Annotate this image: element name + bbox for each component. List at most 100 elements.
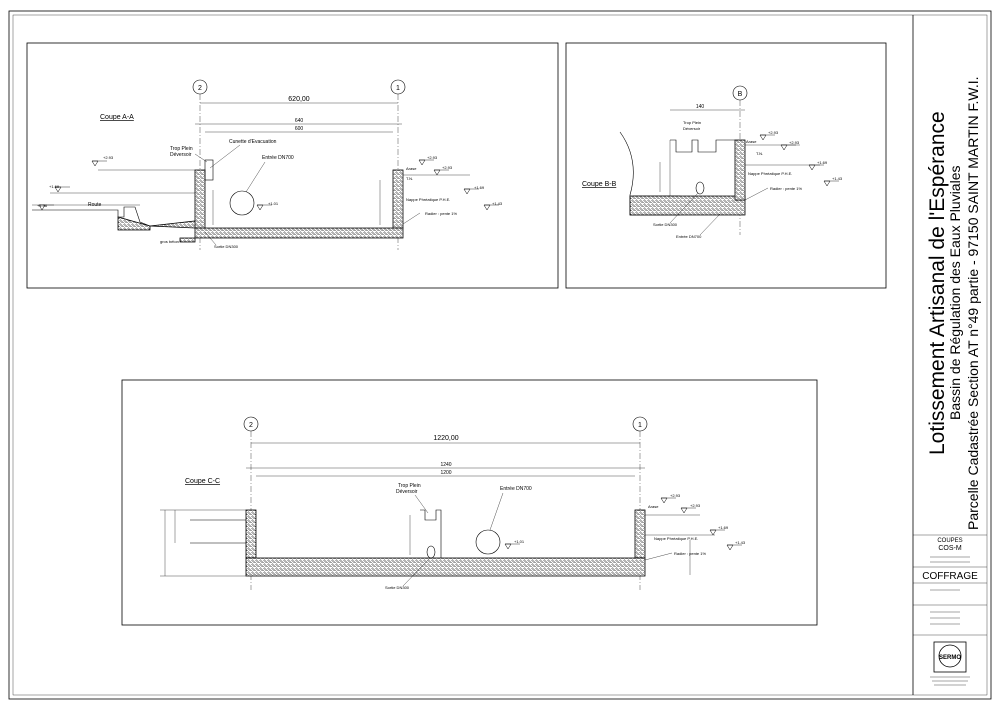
- label-radier-aa: Radier : pente 1%: [425, 211, 457, 216]
- label-deversoir-bb: Déversoir: [683, 126, 701, 131]
- dim-3: 600: [295, 126, 304, 132]
- slab-bb: [629, 195, 746, 216]
- section-cc-title: Coupe C-C: [185, 478, 220, 485]
- label-sortie-aa: Sortie DN300: [214, 244, 239, 249]
- pipe-dn300-bb: [695, 181, 705, 195]
- axis-label-2: 2: [198, 85, 202, 92]
- dim-bb-top: 140: [696, 104, 705, 110]
- wall-right: [392, 169, 404, 229]
- label-deversoir-aa: Déversoir: [170, 152, 192, 158]
- sheet-border-outer: [8, 10, 992, 700]
- leader-entree-bb: [699, 213, 721, 236]
- wall-left-cc: [245, 509, 257, 559]
- dim-2-cc: 1240: [440, 462, 451, 468]
- overflow-aa: [204, 159, 214, 181]
- sheet-border-inner: [12, 14, 988, 696]
- section-cc-frame: [121, 379, 818, 626]
- title-block: Lotissement Artisanal de l'Espérance Bas…: [913, 76, 987, 686]
- label-nappe-cc: Nappe Phréatique P.H.E.: [654, 536, 698, 541]
- road-profile: [32, 206, 151, 227]
- label-trop-plein-cc: Trop Plein: [398, 483, 421, 489]
- level-aa-7: +1.69: [474, 185, 485, 190]
- leader-sortie-aa: [204, 231, 217, 246]
- parcel-reference: Parcelle Cadastrée Section AT n°49 parti…: [965, 76, 981, 530]
- section-aa: Coupe A-A 2 1 620,00 640 600 +: [26, 42, 559, 289]
- axis-label-2-cc: 2: [249, 422, 253, 429]
- label-entree-aa: Entrée DN700: [262, 155, 294, 161]
- overflow-bb: [670, 139, 735, 153]
- label-trop-plein-aa: Trop Plein: [170, 146, 193, 152]
- label-trop-plein-bb: Trop Plein: [683, 120, 701, 125]
- level-bb-1: +2.93: [768, 130, 779, 135]
- leader-sortie-cc: [402, 557, 431, 587]
- leader-entree-aa: [245, 161, 266, 193]
- label-tn-bb: T.N.: [756, 151, 763, 156]
- leader-radier-aa: [402, 212, 421, 225]
- label-radier-cc: Radier : pente 1%: [674, 551, 706, 556]
- overflow-cc: [420, 509, 442, 558]
- label-nappe-aa: Nappe Phréatique P.H.E.: [406, 197, 450, 202]
- footing-aa: [179, 237, 196, 243]
- label-route-aa: Route: [88, 202, 102, 208]
- level-bb-2: +2.93: [789, 140, 800, 145]
- project-subtitle: Bassin de Régulation des Eaux Pluviales: [947, 166, 963, 421]
- label-sortie-cc: Sortie DN300: [385, 585, 410, 590]
- label-arase-bb: Arase: [746, 139, 757, 144]
- sheet-title: COUPES: [937, 538, 962, 544]
- slab-cc: [245, 557, 646, 577]
- label-arase-aa: Arase: [406, 166, 417, 171]
- level-bb-3: +1.69: [817, 160, 828, 165]
- label-entree-cc: Entrée DN700: [500, 486, 532, 492]
- section-bb-frame: [565, 42, 887, 289]
- label-arase-cc: Arase: [648, 504, 659, 509]
- wall-right-cc: [634, 509, 646, 559]
- leader-entree-cc: [489, 492, 504, 531]
- label-radier-bb: Radier : pente 1%: [770, 186, 802, 191]
- section-aa-frame: [26, 42, 559, 289]
- leader-trop-plein-aa: [194, 153, 208, 163]
- pipe-dn300-cc: [426, 545, 436, 559]
- leader-cunette-aa: [209, 144, 241, 169]
- dim-3-cc: 1200: [440, 470, 451, 476]
- level-aa-2: +2.93: [427, 155, 438, 160]
- pipe-dn700-cc: [475, 529, 501, 555]
- road-fill: [117, 216, 151, 231]
- wall-left: [194, 169, 206, 229]
- section-cc: Coupe C-C 2 1 1220,00 1240 1200 +2.93: [121, 379, 818, 626]
- level-bb-4: +1.43: [832, 176, 843, 181]
- leader-sortie-bb: [669, 192, 699, 224]
- level-aa-8: +1.43: [492, 201, 503, 206]
- level-aa-3: +2.93: [442, 165, 453, 170]
- level-cc-3: +1.69: [718, 525, 729, 530]
- level-aa-5: +1.36: [37, 203, 48, 208]
- label-nappe-bb: Nappe Phréatique P.H.E.: [748, 171, 792, 176]
- axis-label-1: 1: [396, 85, 400, 92]
- section-aa-title: Coupe A-A: [100, 114, 134, 121]
- wall-bb: [734, 139, 746, 201]
- level-cc-4: +1.01: [514, 539, 525, 544]
- level-cc-2: +2.93: [690, 503, 701, 508]
- level-aa-1: +2.93: [103, 155, 114, 160]
- axis-label-1-cc: 1: [638, 422, 642, 429]
- label-tn-aa: T.N.: [406, 176, 413, 181]
- level-cc-5: +1.43: [735, 540, 746, 545]
- dim-2: 640: [295, 118, 304, 124]
- pipe-dn700-aa: [229, 190, 255, 216]
- section-bb: Coupe B-B B 140 +2.93 +2.93 +1.69 +1.43 …: [565, 42, 887, 289]
- label-entree-bb: Entrée DN700: [676, 234, 702, 239]
- level-aa-6: +1.01: [268, 201, 279, 206]
- sheet-code: COS-M: [938, 545, 962, 552]
- company-logo-text: SERMO: [939, 655, 961, 661]
- level-cc-1: +2.93: [670, 493, 681, 498]
- leader-radier-cc: [644, 552, 673, 561]
- label-cunette-aa: Cunette d'Evacuation: [229, 139, 277, 145]
- sheet-category: COFFRAGE: [922, 571, 978, 582]
- level-aa-4: +1.69: [49, 184, 60, 189]
- section-bb-title: Coupe B-B: [582, 181, 617, 188]
- label-deversoir-cc: Déversoir: [396, 489, 418, 495]
- leader-trop-plein-cc: [414, 494, 429, 514]
- project-title: Lotissement Artisanal de l'Espérance: [926, 111, 949, 455]
- label-gros-beton-aa: gros béton: [160, 239, 179, 244]
- label-sortie-bb: Sortie DN300: [653, 222, 678, 227]
